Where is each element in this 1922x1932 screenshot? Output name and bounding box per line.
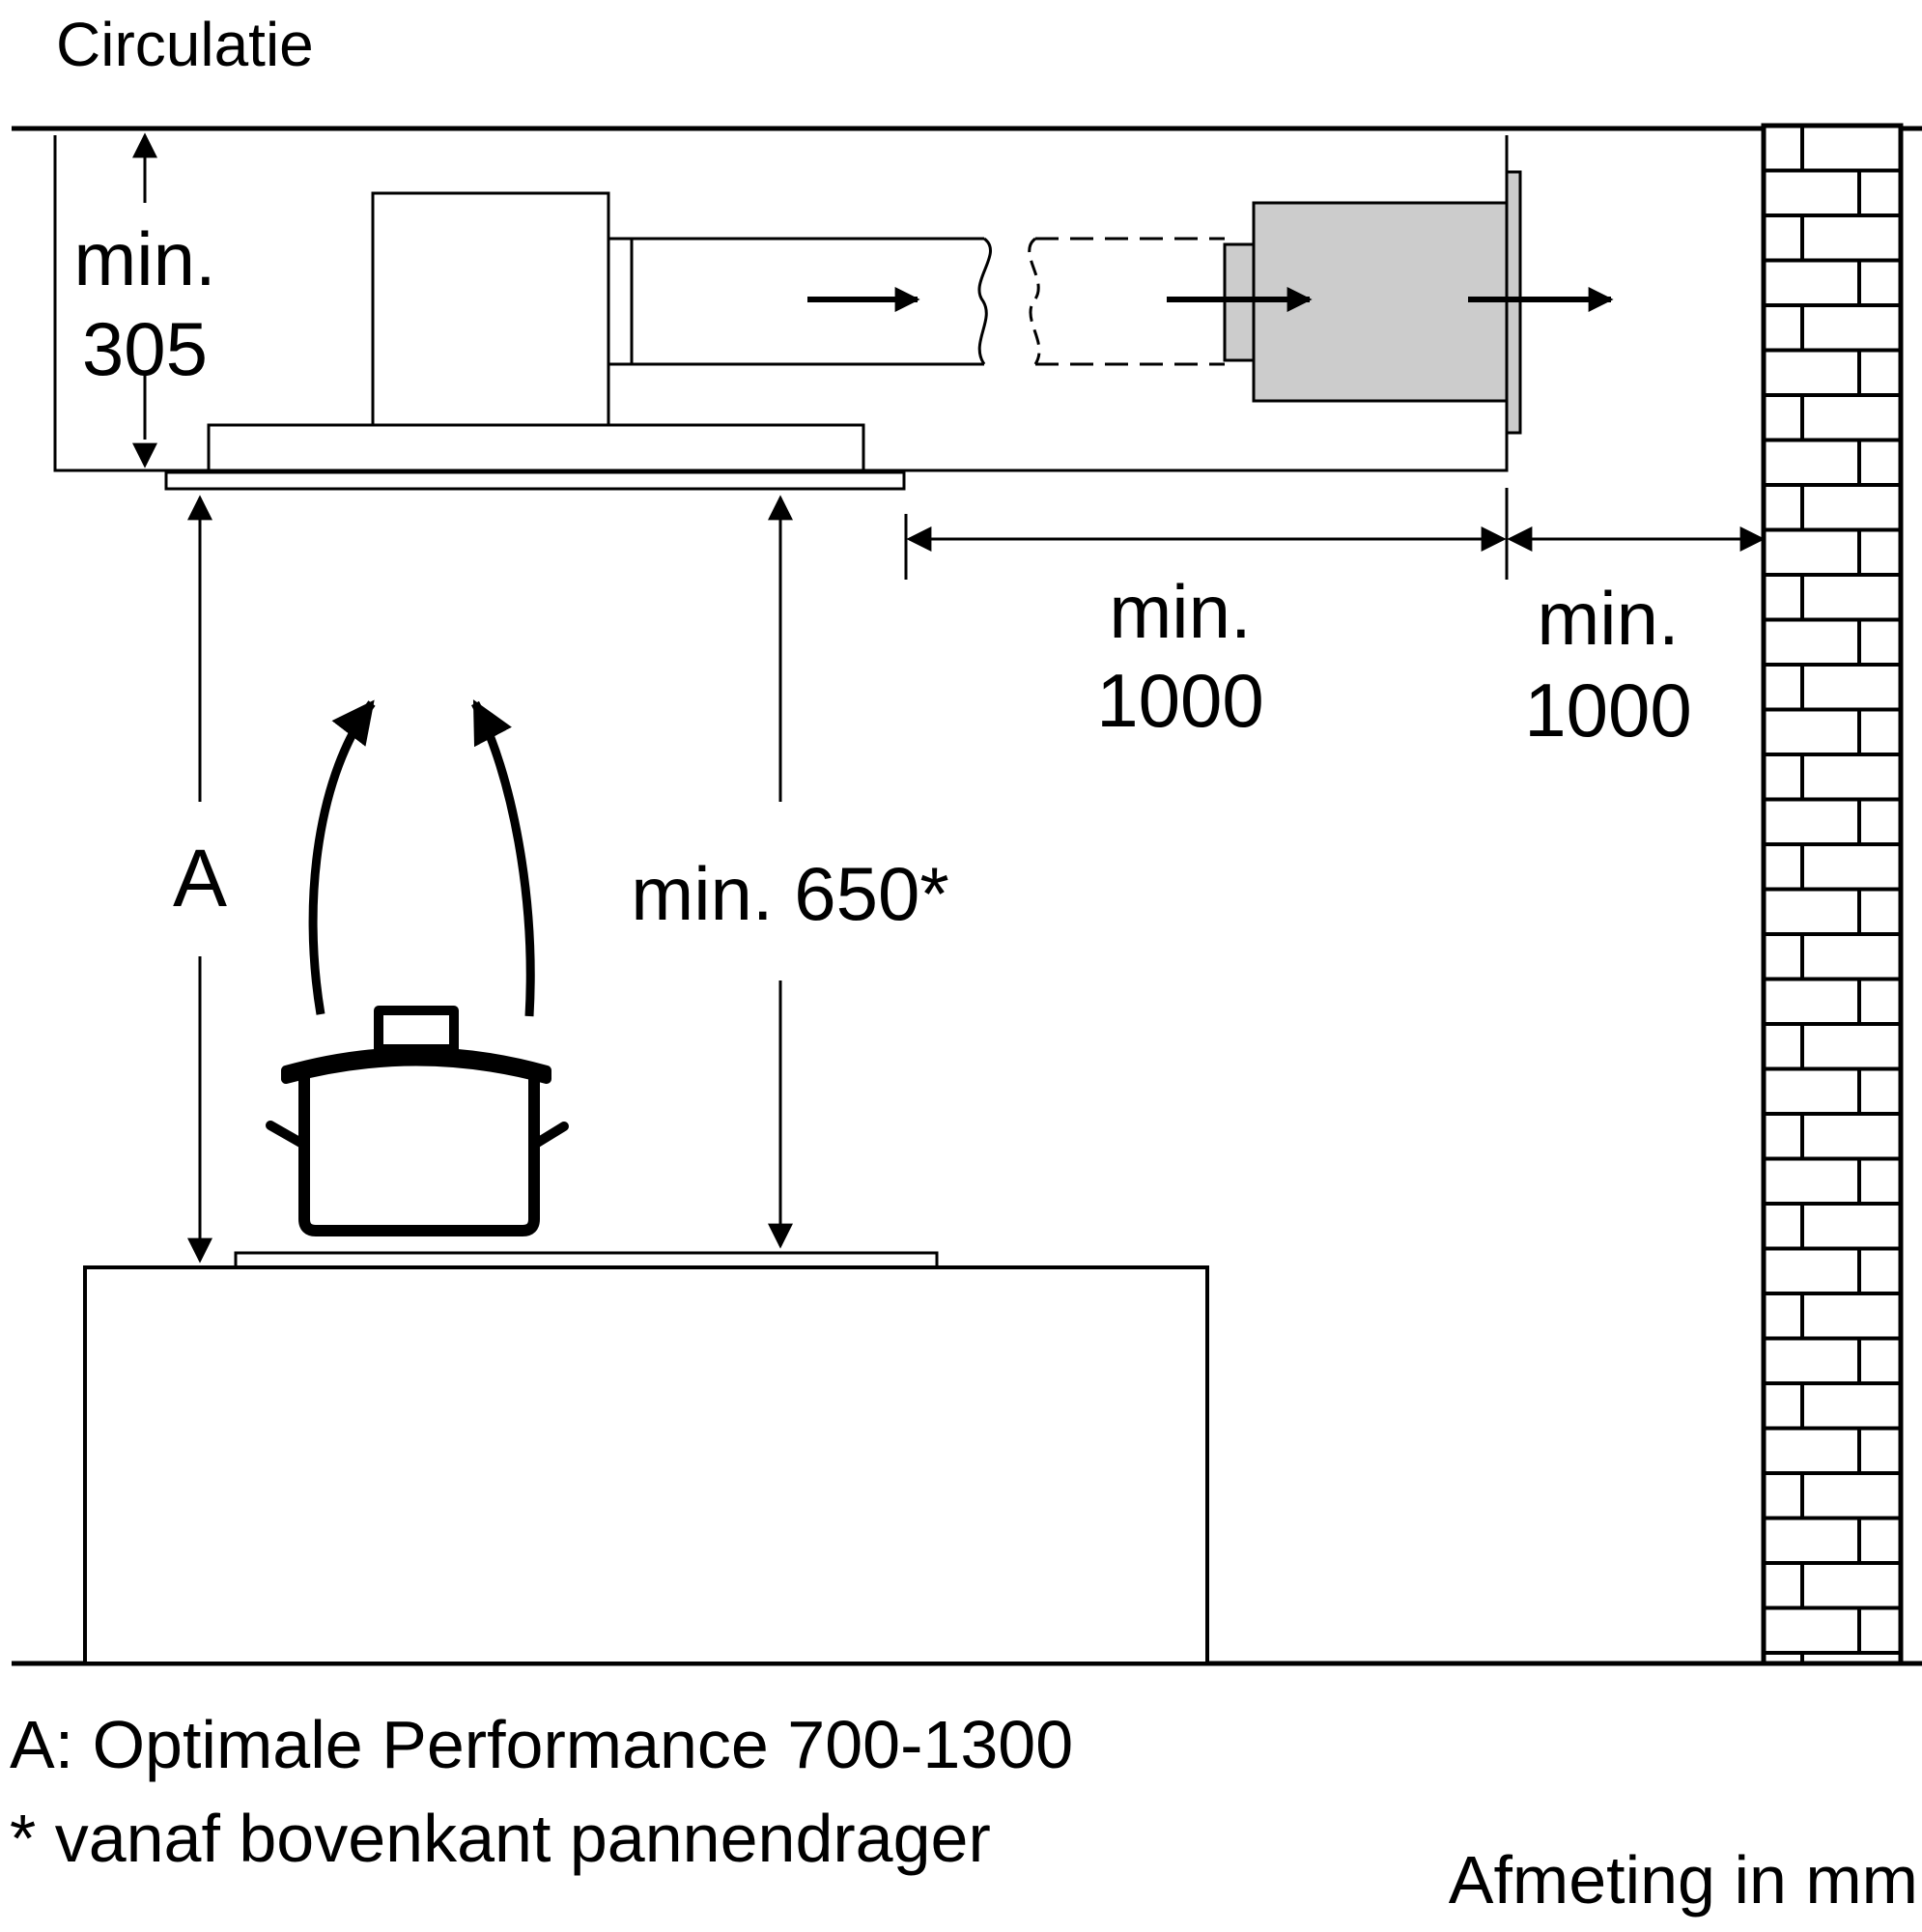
duct-break-end	[977, 237, 992, 365]
duct-connector	[607, 237, 634, 366]
dim-ceiling-gap-value: 305	[82, 306, 208, 391]
dim-wall-gap-value: 1000	[1524, 668, 1692, 753]
dim-hob-clearance-label: min. 650*	[631, 851, 949, 936]
brick-wall-outline	[1761, 123, 1904, 1666]
dim-a-label: A	[173, 833, 227, 923]
pot-body	[298, 1072, 540, 1236]
hood-bottom-plate	[164, 470, 906, 491]
note-units: Afmeting in mm	[1449, 1842, 1918, 1918]
duct-break-start-dashed	[1028, 237, 1041, 365]
pot-handle-right	[529, 1122, 569, 1150]
cooking-pot	[266, 1006, 569, 1236]
pot-handle-left	[266, 1121, 309, 1150]
dim-wall-gap-min: min.	[1537, 576, 1679, 661]
note-optimal-performance: A: Optimale Performance 700-1300	[10, 1707, 1073, 1782]
hob-plate	[234, 1251, 939, 1269]
diagram-title: Circulatie	[56, 10, 314, 79]
kitchen-counter	[83, 1265, 1209, 1665]
pot-lid	[281, 1047, 551, 1084]
steam-arrow-left	[308, 699, 376, 1015]
hood-motor-housing	[371, 191, 610, 427]
dim-ceiling-gap-min: min.	[73, 216, 215, 301]
steam-arrow-right	[471, 699, 535, 1017]
note-from-pan-support: * vanaf bovenkant pannendrager	[10, 1801, 991, 1876]
hood-body	[207, 423, 865, 472]
pot-lid-knob	[374, 1006, 459, 1054]
dim-duct-length-min: min.	[1109, 569, 1251, 654]
brick-wall	[1761, 123, 1904, 1666]
dim-duct-length-value: 1000	[1096, 658, 1264, 743]
